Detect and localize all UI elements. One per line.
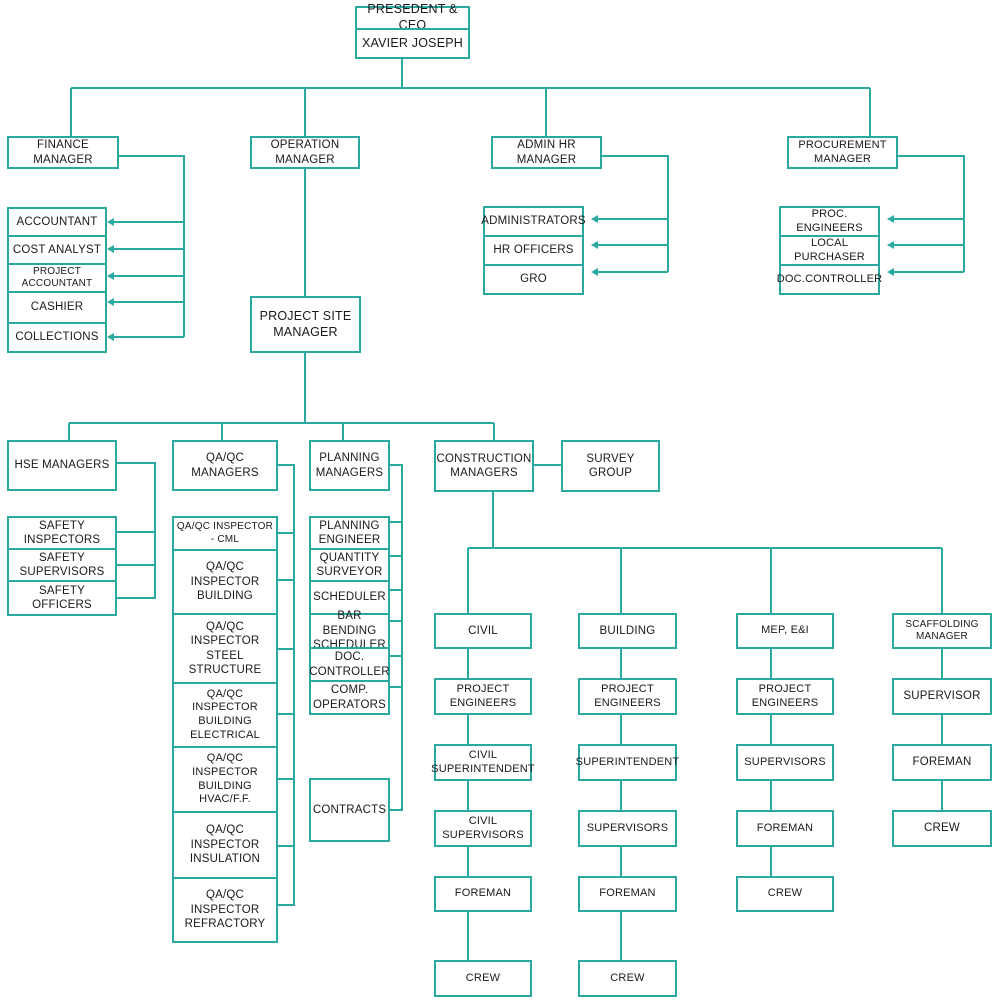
survey-group-box: SURVEY GROUP [561, 440, 660, 492]
ceo-name-box: XAVIER JOSEPH [355, 28, 470, 59]
division-scaffolding: SCAFFOLDING MANAGER [892, 613, 992, 649]
finance-staff-collections: COLLECTIONS [7, 322, 107, 353]
planning-staff-contracts: CONTRACTS [309, 778, 390, 842]
mep-project-engineers: PROJECT ENGINEERS [736, 678, 834, 715]
mep-supervisors: SUPERVISORS [736, 744, 834, 781]
scaffolding-crew: CREW [892, 810, 992, 847]
building-project-engineers: PROJECT ENGINEERS [578, 678, 677, 715]
mep-foreman: FOREMAN [736, 810, 834, 847]
qaqc-managers-box: QA/QC MANAGERS [172, 440, 278, 491]
hse-managers-box: HSE MANAGERS [7, 440, 117, 491]
building-supervisors: SUPERVISORS [578, 810, 677, 847]
finance-staff-accountant: ACCOUNTANT [7, 207, 107, 237]
mep-crew: CREW [736, 876, 834, 912]
finance-staff-cashier: CASHIER [7, 291, 107, 324]
proc-staff-engineers: PROC. ENGINEERS [779, 206, 880, 237]
division-mep: MEP, E&I [736, 613, 834, 649]
planning-staff-bbs: BAR BENDING SCHEDULER [309, 610, 390, 651]
proc-staff-local-purchaser: LOCAL PURCHASER [779, 235, 880, 266]
division-building: BUILDING [578, 613, 677, 649]
civil-superintendent: CIVIL SUPERINTENDENT [431, 744, 535, 781]
hse-staff-officers: SAFETY OFFICERS [7, 580, 117, 616]
finance-staff-cost-analyst: COST ANALYST [7, 235, 107, 265]
qaqc-staff-insulation: QA/QC INSPECTOR INSULATION [172, 811, 278, 879]
procurement-manager-box: PROCUREMENT MANAGER [787, 136, 898, 169]
civil-crew: CREW [434, 960, 532, 997]
division-civil: CIVIL [434, 613, 532, 649]
qaqc-staff-steel: QA/QC INSPECTOR STEEL STRUCTURE [172, 613, 278, 684]
planning-staff-comp-operators: COMP. OPERATORS [309, 680, 390, 715]
hr-staff-gro: GRO [483, 264, 584, 295]
qaqc-staff-building: QA/QC INSPECTOR BUILDING [172, 549, 278, 615]
scaffolding-supervisor: SUPERVISOR [892, 678, 992, 715]
construction-managers-box: CONSTRUCTION MANAGERS [434, 440, 534, 492]
building-foreman: FOREMAN [578, 876, 677, 912]
qaqc-staff-electrical: QA/QC INSPECTOR BUILDING ELECTRICAL [172, 682, 278, 748]
hse-staff-inspectors: SAFETY INSPECTORS [7, 516, 117, 550]
operation-manager-box: OPERATION MANAGER [250, 136, 360, 169]
building-crew: CREW [578, 960, 677, 997]
qaqc-staff-cml: QA/QC INSPECTOR - CML [172, 516, 278, 551]
hse-staff-supervisors: SAFETY SUPERVISORS [7, 548, 117, 582]
admin-hr-manager-box: ADMIN HR MANAGER [491, 136, 602, 169]
civil-foreman: FOREMAN [434, 876, 532, 912]
scaffolding-foreman: FOREMAN [892, 744, 992, 781]
hr-staff-administrators: ADMINISTRATORS [481, 206, 586, 237]
civil-supervisors: CIVIL SUPERVISORS [434, 810, 532, 847]
finance-staff-project-accountant: PROJECT ACCOUNTANT [7, 263, 107, 293]
project-site-manager-box: PROJECT SITE MANAGER [250, 296, 361, 353]
planning-staff-engineer: PLANNING ENGINEER [309, 516, 390, 550]
qaqc-staff-refractory: QA/QC INSPECTOR REFRACTORY [172, 877, 278, 943]
planning-staff-doc-controller: DOC. CONTROLLER [309, 647, 390, 682]
qaqc-staff-hvac: QA/QC INSPECTOR BUILDING HVAC/F.F. [172, 746, 278, 813]
planning-staff-qs: QUANTITY SURVEYOR [309, 548, 390, 582]
building-superintendent: SUPERINTENDENT [576, 744, 679, 781]
proc-staff-doc-controller: DOC.CONTROLLER [777, 264, 882, 295]
planning-managers-box: PLANNING MANAGERS [309, 440, 390, 491]
finance-manager-box: FINANCE MANAGER [7, 136, 119, 169]
hr-staff-hr-officers: HR OFFICERS [483, 235, 584, 266]
ceo-title-box: PRESEDENT & CEO [355, 2, 470, 32]
civil-project-engineers: PROJECT ENGINEERS [434, 678, 532, 715]
